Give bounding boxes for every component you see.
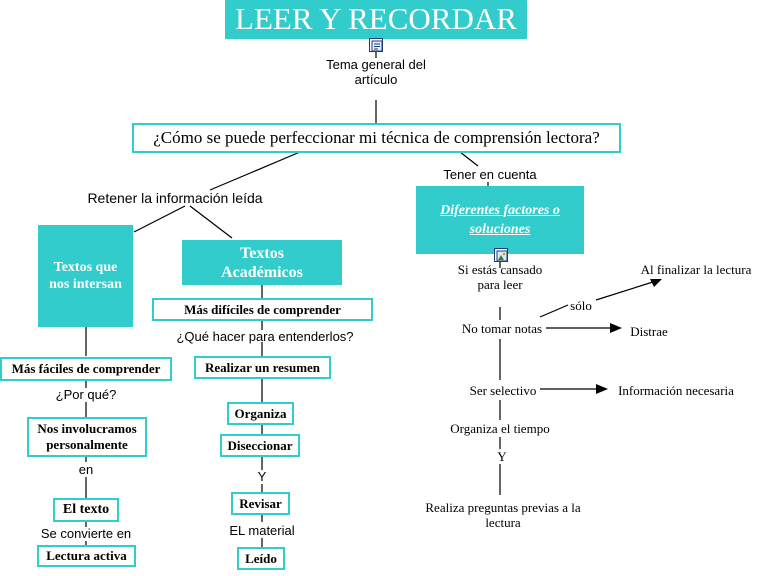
note-icon[interactable] [369, 38, 383, 52]
map-title: LEER Y RECORDAR [225, 0, 527, 39]
node-diseccionar: Diseccionar [220, 434, 300, 457]
node-leido: Leído [237, 547, 285, 570]
label-realiza-preguntas: Realiza preguntas previas a la lectura [425, 500, 581, 530]
label-tema-general: Tema general del artículo [326, 57, 426, 87]
label-y-right: Y [497, 449, 507, 464]
node-mas-faciles: Más fáciles de comprender [0, 357, 172, 381]
node-lectura-activa: Lectura activa [37, 545, 136, 567]
node-textos-interesan: Textos que nos intersan [38, 225, 133, 327]
node-main-question: ¿Cómo se puede perfeccionar mi técnica d… [132, 123, 621, 153]
label-organiza-tiempo: Organiza el tiempo [450, 421, 550, 436]
label-si-cansado: Si estás cansado para leer [457, 262, 543, 292]
label-por-que: ¿Por qué? [55, 387, 117, 402]
label-se-convierte: Se convierte en [40, 526, 132, 541]
node-textos-academicos: Textos Académicos [182, 240, 342, 285]
node-nos-involucramos: Nos involucramos personalmente [27, 417, 147, 457]
label-no-tomar-notas: No tomar notas [461, 321, 543, 336]
label-ser-selectivo: Ser selectivo [469, 383, 537, 398]
node-organiza: Organiza [227, 402, 294, 425]
label-en: en [78, 462, 94, 477]
label-distrae: Distrae [630, 324, 668, 339]
label-tener-en-cuenta: Tener en cuenta [443, 167, 537, 182]
label-el-material: EL material [229, 523, 295, 538]
node-el-texto: El texto [53, 498, 119, 522]
image-icon[interactable] [494, 248, 508, 262]
label-y-left: Y [257, 469, 267, 484]
node-realizar-resumen: Realizar un resumen [194, 356, 331, 379]
label-que-hacer: ¿Qué hacer para entenderlos? [176, 329, 354, 344]
label-retener: Retener la información leída [87, 190, 263, 206]
label-info-necesaria: Información necesaria [618, 383, 734, 398]
label-solo: sólo [570, 298, 592, 313]
node-revisar: Revisar [231, 492, 290, 515]
node-diferentes-factores: Diferentes factores o soluciones [416, 186, 584, 254]
label-al-finalizar: Al finalizar la lectura [640, 262, 752, 277]
node-mas-dificiles: Más difíciles de comprender [152, 298, 373, 321]
